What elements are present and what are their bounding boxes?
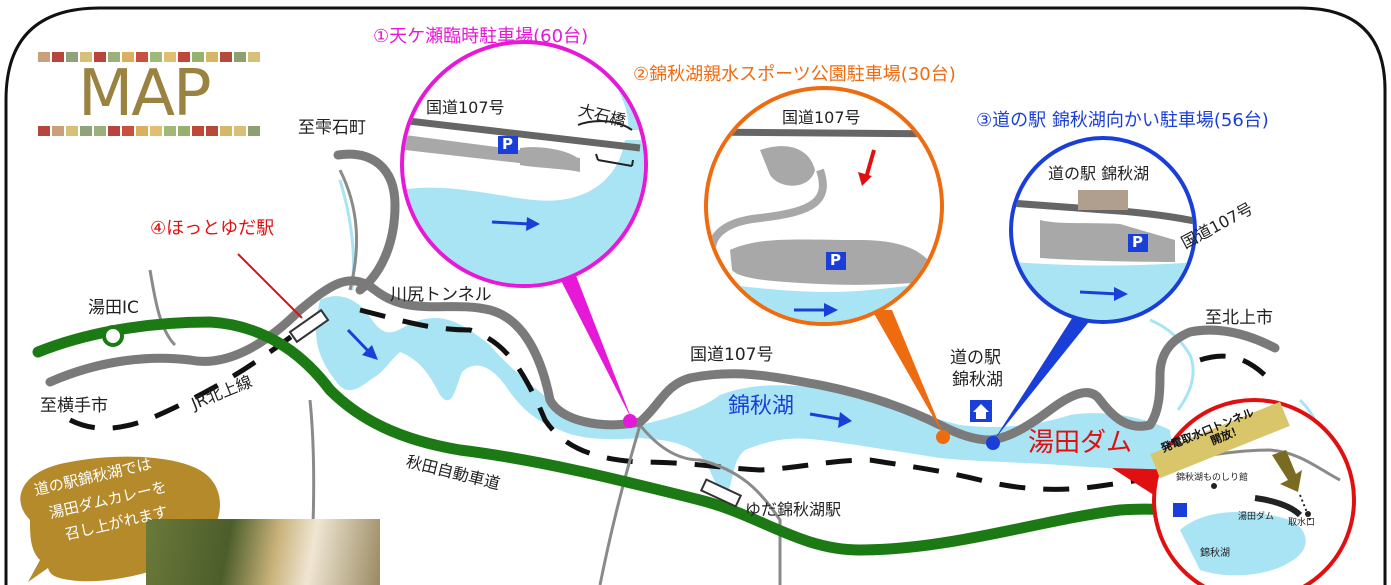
p1-parking-sign: P: [502, 135, 513, 153]
intake-label: 取水口: [1288, 518, 1316, 528]
jr-line: [68, 307, 1272, 492]
title-checker-top: [38, 52, 260, 62]
curry-photo: [146, 519, 380, 585]
parking-1-title: ①天ケ瀬臨時駐車場(60台): [373, 26, 589, 47]
title-checker-bottom: [38, 126, 260, 136]
p2-road-label: 国道107号: [782, 108, 861, 127]
p1-road-label: 国道107号: [426, 98, 505, 117]
shizukuishi-road: [333, 149, 400, 295]
kinshuko-lake-label: 錦秋湖: [728, 394, 795, 419]
lake-water: [315, 296, 1175, 495]
akita-expressway: [32, 316, 1186, 556]
hotto-yuda-label: ④ほっとゆだ駅: [150, 218, 275, 239]
yokote-label: 至横手市: [40, 396, 108, 416]
parking-2-title: ②錦秋湖親水スポーツ公園駐車場(30台): [633, 64, 956, 85]
route-107-label: 国道107号: [690, 345, 774, 365]
local-roads: [148, 169, 782, 585]
parking-1-inset: [400, 40, 648, 288]
inset-lake-label: 錦秋湖: [1200, 548, 1230, 559]
yuda-dam-label: 湯田ダム: [1028, 428, 1133, 458]
p1-marker: [623, 414, 637, 428]
monoshirikan-label: 錦秋湖ものしり館: [1176, 473, 1249, 483]
p3-wedge: [994, 298, 1108, 440]
shizukuishi-label: 至雫石町: [298, 118, 366, 138]
yellow-arrow: [1272, 450, 1302, 492]
kawajiri-tunnel-label: 川尻トンネル: [390, 285, 492, 305]
michi-no-eki-label-1: 道の駅: [950, 348, 1001, 368]
map-frame: [4, 6, 1387, 585]
dam-inset: [1150, 398, 1356, 585]
route-107: [45, 276, 1280, 445]
hotto-yuda-leader: [237, 253, 303, 319]
p3-parking-sign: P: [1132, 233, 1143, 251]
inset-dam-label: 湯田ダム: [1238, 512, 1275, 522]
p2-marker: [936, 430, 950, 444]
p1-wedge: [548, 255, 632, 420]
yuda-ic-label: 湯田IC: [88, 298, 139, 318]
p2-wedge: [872, 310, 944, 436]
p2-parking-sign: P: [830, 251, 841, 269]
kitakami-label: 至北上市: [1205, 308, 1273, 328]
yuda-ic-marker: [102, 325, 124, 347]
p3-marker: [986, 436, 1000, 450]
hotto-yuda-station-marker: [288, 308, 330, 344]
yuda-kinshuko-station-marker: [699, 478, 743, 508]
p3-station-label: 道の駅 錦秋湖: [1048, 164, 1150, 183]
map-title: MAP: [78, 57, 212, 131]
yuda-kinshuko-station-label: ゆだ錦秋湖駅: [745, 500, 842, 519]
michi-no-eki-label-2: 錦秋湖: [952, 370, 1003, 390]
parking-3-title: ③道の駅 錦秋湖向かい駐車場(56台): [976, 110, 1269, 131]
